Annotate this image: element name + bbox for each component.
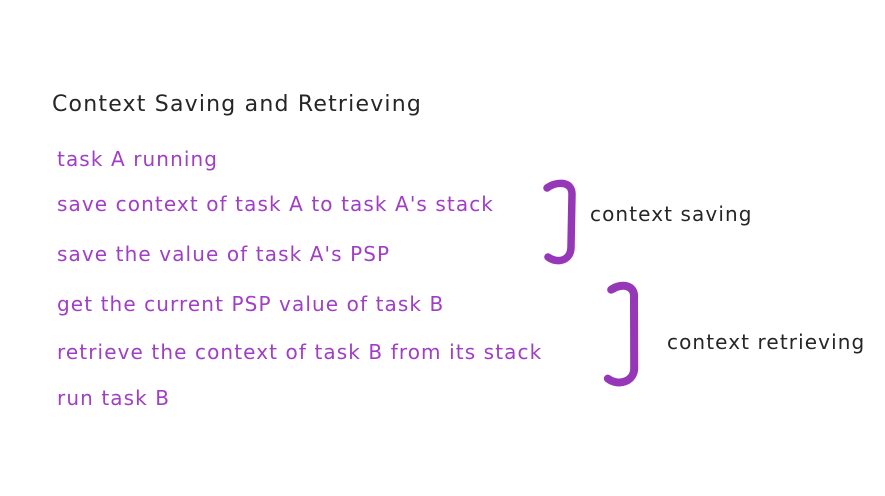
context-retrieving-label: context retrieving: [667, 330, 866, 354]
context-saving-label: context saving: [590, 202, 753, 226]
context-retrieving-bracket-icon: [602, 280, 645, 391]
step-task-a-running: task A running: [57, 147, 219, 171]
context-saving-bracket-icon: [543, 179, 579, 269]
page-title: Context Saving and Retrieving: [52, 92, 423, 117]
step-retrieve-context: retrieve the context of task B from its …: [57, 340, 543, 364]
step-save-context: save context of task A to task A's stack: [57, 192, 494, 216]
step-run-task-b: run task B: [57, 386, 171, 410]
step-save-psp-value: save the value of task A's PSP: [57, 242, 391, 266]
step-get-psp-value: get the current PSP value of task B: [57, 292, 445, 316]
